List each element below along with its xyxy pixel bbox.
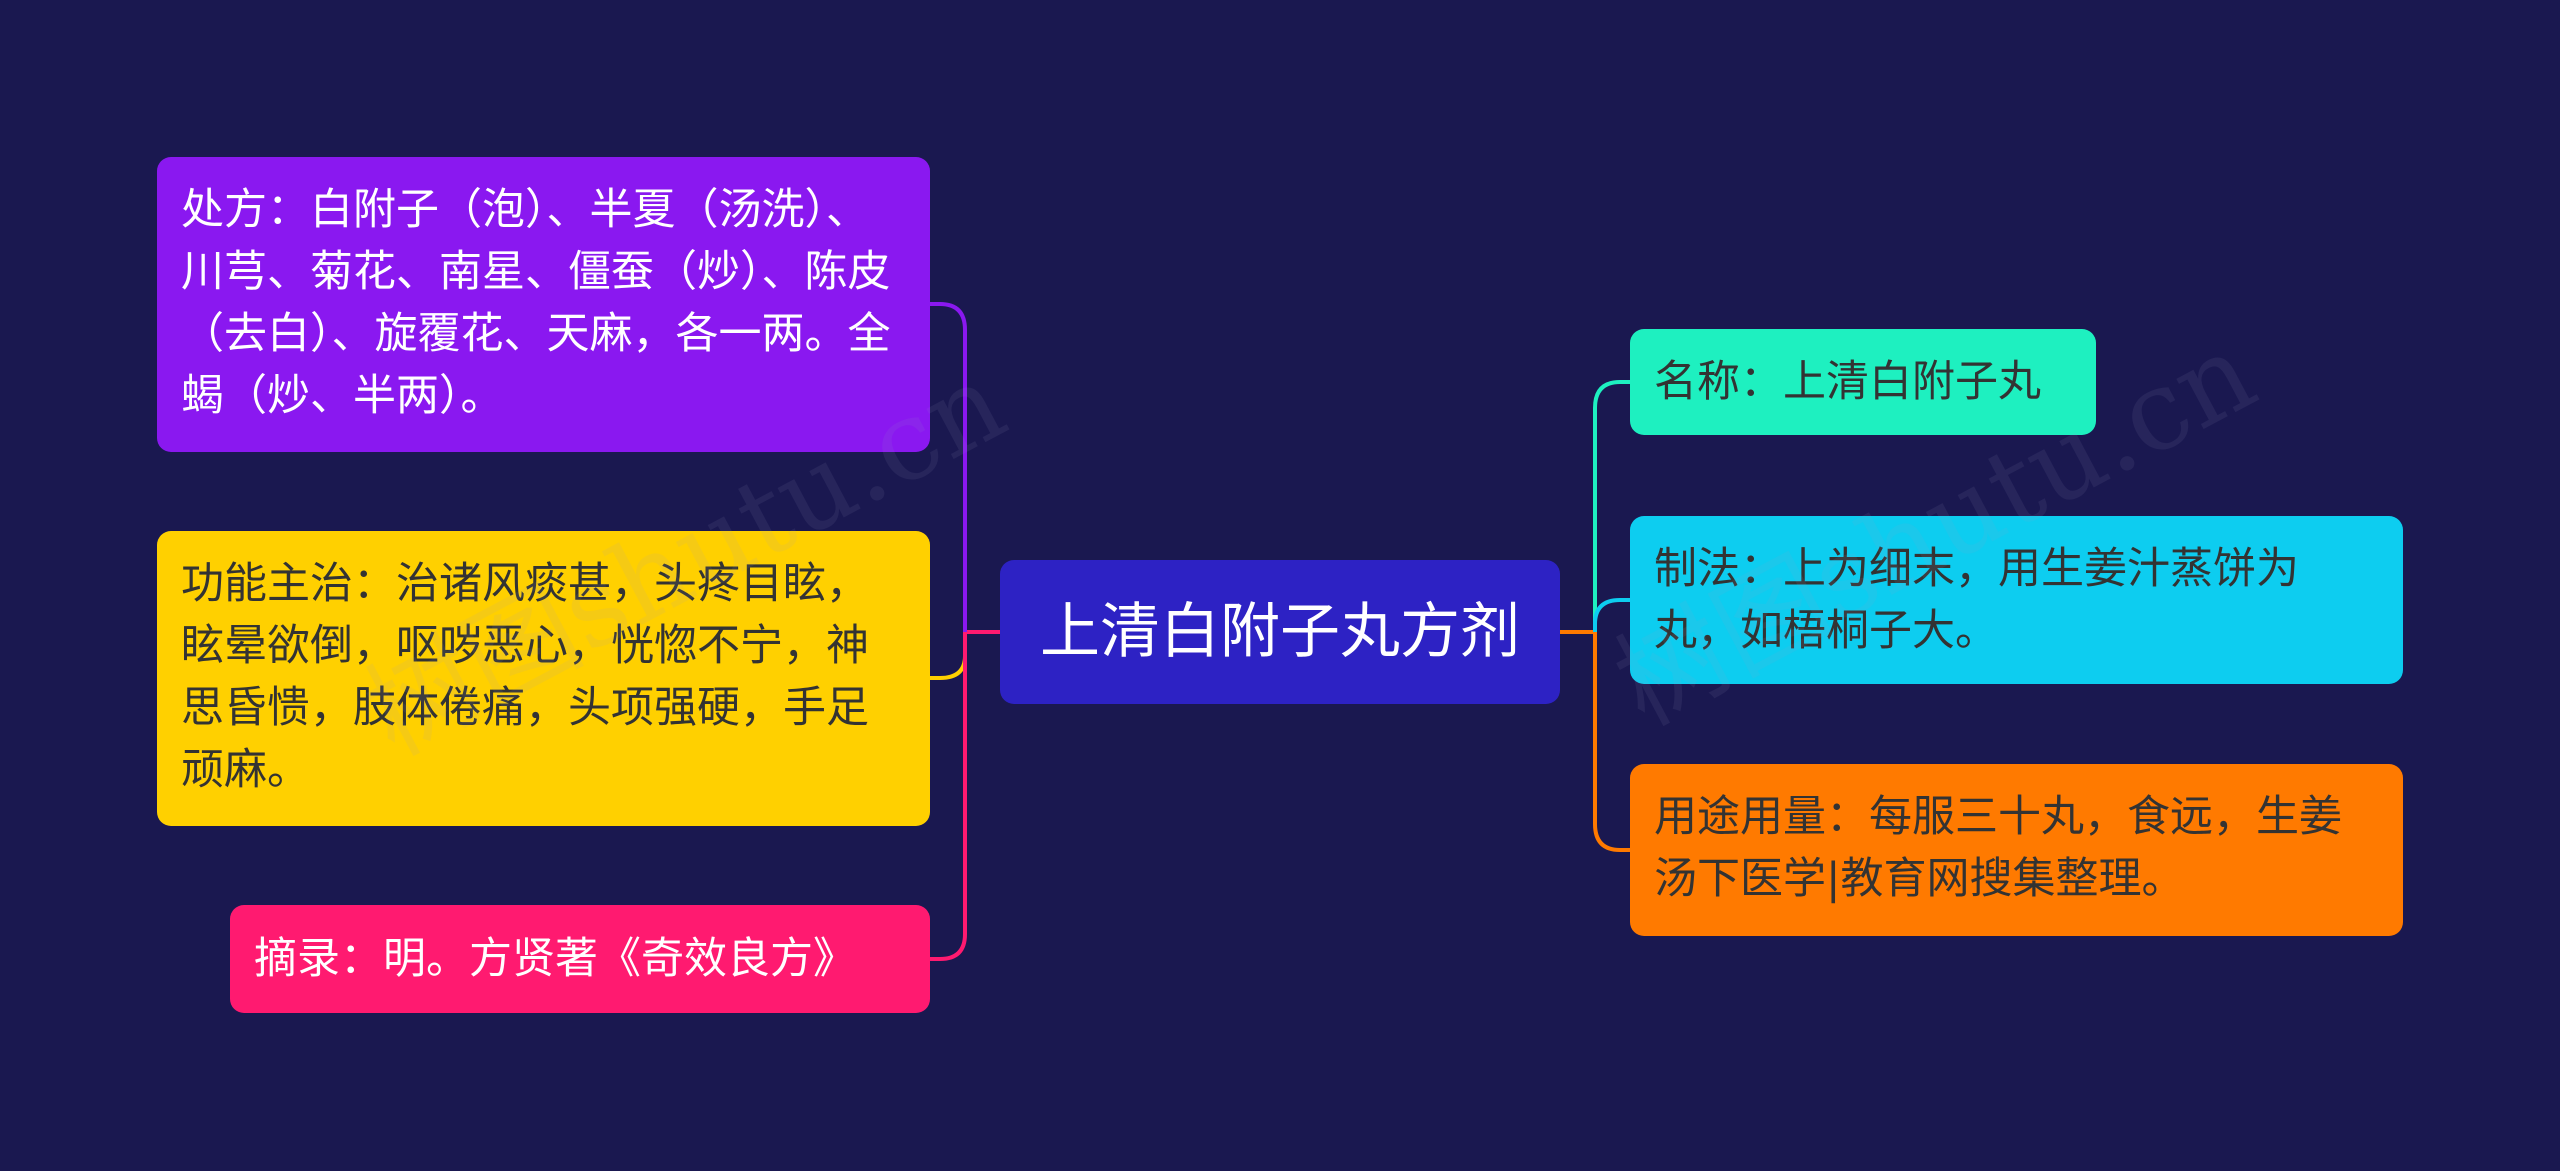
- connector-name: [1593, 380, 1630, 632]
- connector-usage: [1593, 632, 1630, 852]
- node-prescription[interactable]: 处方：白附子（泡）、半夏（汤洗）、川芎、菊花、南星、僵蚕（炒）、陈皮（去白）、旋…: [157, 157, 930, 452]
- connector-excerpt: [930, 632, 967, 961]
- node-excerpt[interactable]: 摘录：明。方贤著《奇效良方》: [230, 905, 930, 1013]
- node-usage[interactable]: 用途用量：每服三十丸，食远，生姜汤下医学|教育网搜集整理。: [1630, 764, 2403, 936]
- connector-function: [930, 632, 967, 680]
- connector-prescription: [930, 302, 967, 632]
- node-name[interactable]: 名称：上清白附子丸: [1630, 329, 2096, 435]
- connector-method: [1593, 598, 1630, 632]
- central-topic[interactable]: 上清白附子丸方剂: [1000, 560, 1560, 704]
- node-method[interactable]: 制法：上为细末，用生姜汁蒸饼为丸，如梧桐子大。: [1630, 516, 2403, 684]
- node-function[interactable]: 功能主治：治诸风痰甚，头疼目眩，眩晕欲倒，呕哕恶心，恍惚不宁，神思昏愦，肢体倦痛…: [157, 531, 930, 826]
